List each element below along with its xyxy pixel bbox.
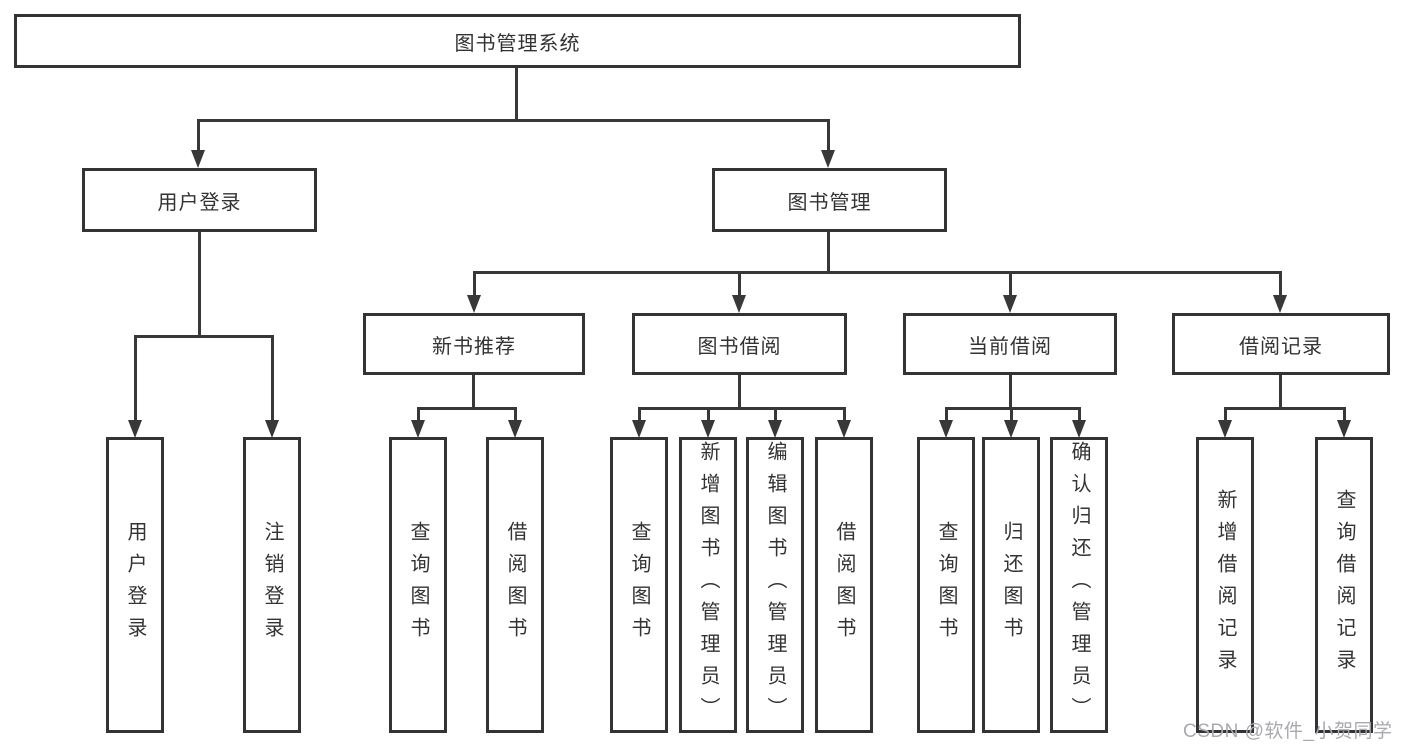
connector-drop-search-books-1	[417, 407, 420, 422]
connector-drop-search-books-2	[638, 407, 641, 422]
connector-drop-return-book	[1010, 407, 1013, 422]
connector-current-borrow-stem	[1009, 375, 1012, 408]
connector-drop-search-borrow-record	[1343, 407, 1346, 422]
connector-level1-bar	[197, 119, 830, 122]
arrow-add-book	[701, 420, 715, 438]
leaf-add-book-admin: 新增图书（管理员）	[679, 437, 737, 733]
connector-drop-leaf-logout	[271, 335, 274, 422]
connector-borrow-record-stem	[1279, 375, 1282, 408]
connector-book-borrow-stem	[738, 375, 741, 408]
arrow-search-books-2	[632, 420, 646, 438]
connector-drop-search-books-3	[945, 407, 948, 422]
arrow-confirm-return	[1072, 420, 1086, 438]
csdn-watermark: CSDN @软件_小贺同学	[1183, 721, 1393, 742]
leaf-confirm-return-admin: 确认归还（管理员）	[1050, 437, 1108, 733]
connector-new-book-bar	[417, 407, 516, 410]
connector-user-login-stem	[198, 232, 201, 336]
connector-book-management-stem	[827, 232, 830, 272]
leaf-user-login: 用户登录	[106, 437, 164, 733]
node-borrowing-records: 借阅记录	[1172, 313, 1390, 375]
node-new-book-recommend: 新书推荐	[363, 313, 585, 375]
leaf-add-borrow-record: 新增借阅记录	[1196, 437, 1254, 733]
arrow-edit-book	[768, 420, 782, 438]
node-book-management: 图书管理	[712, 168, 947, 232]
node-library-system: 图书管理系统	[14, 14, 1021, 68]
connector-drop-borrow-books-1	[514, 407, 517, 422]
leaf-search-books-1: 查询图书	[389, 437, 447, 733]
leaf-borrow-books-1: 借阅图书	[486, 437, 544, 733]
leaf-logout: 注销登录	[243, 437, 301, 733]
arrow-current-borrow	[1003, 295, 1017, 313]
connector-drop-user-login	[197, 119, 200, 150]
arrow-return-book	[1004, 420, 1018, 438]
arrow-book-management	[821, 150, 835, 168]
connector-drop-book-borrow	[738, 271, 741, 295]
connector-drop-new-book	[473, 271, 476, 295]
arrow-user-login	[191, 150, 205, 168]
arrow-search-books-3	[939, 420, 953, 438]
arrow-new-book	[467, 295, 481, 313]
arrow-leaf-user-login	[128, 420, 142, 438]
node-user-login: 用户登录	[82, 168, 317, 232]
connector-drop-leaf-user-login	[134, 335, 137, 422]
leaf-search-books-2: 查询图书	[610, 437, 668, 733]
node-current-borrowing: 当前借阅	[903, 313, 1117, 375]
connector-user-login-bar	[134, 335, 274, 338]
arrow-leaf-logout	[265, 420, 279, 438]
leaf-search-borrow-record: 查询借阅记录	[1315, 437, 1373, 733]
arrow-borrow-record	[1273, 295, 1287, 313]
leaf-edit-book-admin: 编辑图书（管理员）	[746, 437, 804, 733]
arrow-search-borrow-record	[1337, 420, 1351, 438]
connector-level2-bar	[473, 271, 1281, 274]
connector-drop-add-borrow-record	[1224, 407, 1227, 422]
connector-drop-current-borrow	[1009, 271, 1012, 295]
connector-drop-borrow-books-2	[843, 407, 846, 422]
leaf-borrow-books-2: 借阅图书	[815, 437, 873, 733]
arrow-borrow-books-2	[837, 420, 851, 438]
connector-new-book-stem	[472, 375, 475, 408]
connector-drop-add-book	[707, 407, 710, 422]
leaf-search-books-3: 查询图书	[917, 437, 975, 733]
arrow-book-borrow	[732, 295, 746, 313]
connector-borrow-record-bar	[1224, 407, 1346, 410]
connector-drop-book-management	[827, 119, 830, 150]
arrow-borrow-books-1	[508, 420, 522, 438]
connector-root-stem	[515, 68, 518, 120]
connector-book-borrow-bar	[638, 407, 846, 410]
node-book-borrowing: 图书借阅	[632, 313, 847, 375]
arrow-add-borrow-record	[1218, 420, 1232, 438]
connector-drop-edit-book	[774, 407, 777, 422]
arrow-search-books-1	[411, 420, 425, 438]
connector-drop-confirm-return	[1078, 407, 1081, 422]
connector-drop-borrow-record	[1279, 271, 1282, 295]
leaf-return-book: 归还图书	[982, 437, 1040, 733]
